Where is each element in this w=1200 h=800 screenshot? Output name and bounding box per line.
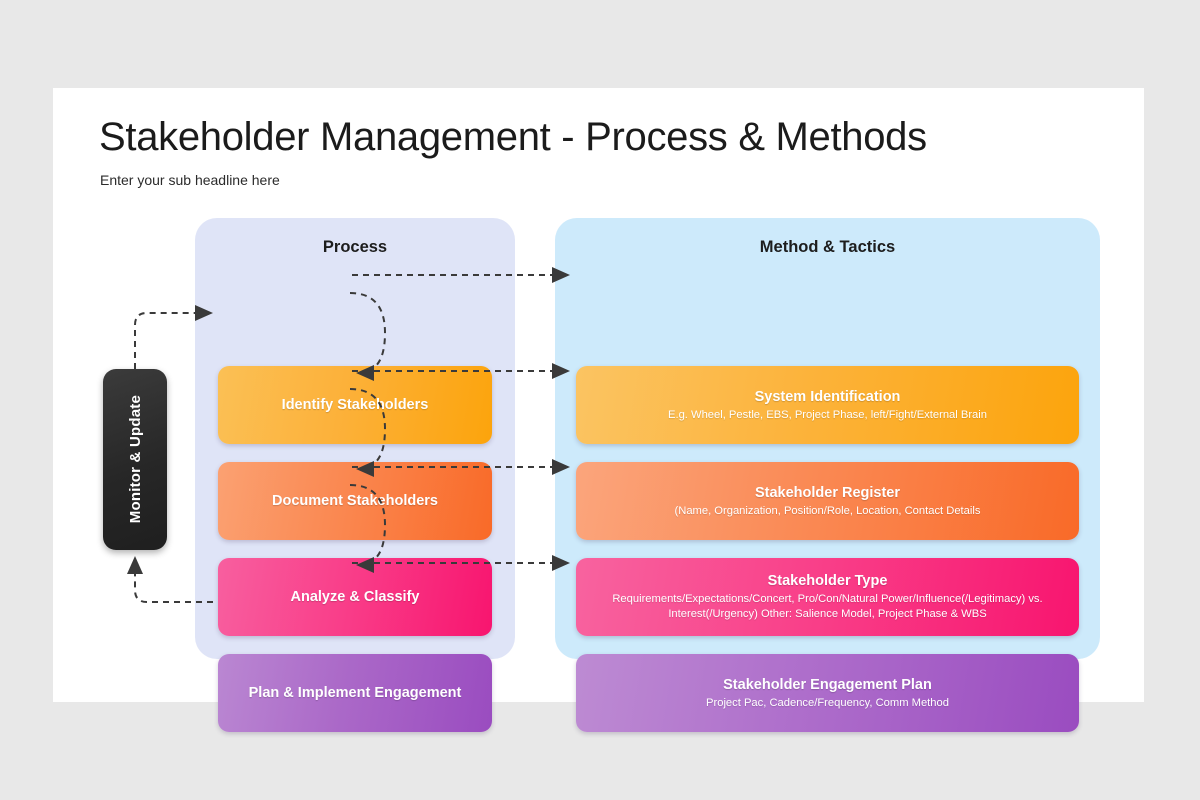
- monitor-and-update-label: Monitor & Update: [126, 395, 144, 524]
- method-card-label: System Identification: [754, 388, 901, 405]
- method-card-system-identification[interactable]: System Identification E.g. Wheel, Pestle…: [576, 366, 1079, 444]
- method-card-label: Stakeholder Type: [767, 573, 888, 590]
- method-card-label: Stakeholder Engagement Plan: [723, 676, 932, 693]
- method-panel: Method & Tactics System Identification E…: [555, 218, 1100, 732]
- method-card-detail: Requirements/Expectations/Concert, Pro/C…: [612, 593, 1043, 621]
- page-subtitle: Enter your sub headline here: [100, 172, 280, 188]
- process-card-label: Analyze & Classify: [290, 588, 420, 605]
- process-card-label: Identify Stakeholders: [281, 396, 429, 413]
- process-panel: Process Identify Stakeholders Document S…: [195, 218, 515, 732]
- method-card-detail: E.g. Wheel, Pestle, EBS, Project Phase, …: [668, 408, 987, 421]
- method-card-stakeholder-type[interactable]: Stakeholder Type Requirements/Expectatio…: [576, 558, 1079, 636]
- process-card-label: Document Stakeholders: [272, 492, 438, 509]
- method-card-label: Stakeholder Register: [754, 484, 901, 501]
- slide-canvas: Stakeholder Management - Process & Metho…: [53, 88, 1144, 732]
- process-card-document-stakeholders[interactable]: Document Stakeholders: [218, 462, 492, 540]
- monitor-and-update-box[interactable]: Monitor & Update: [103, 369, 167, 550]
- method-card-detail: (Name, Organization, Position/Role, Loca…: [674, 504, 981, 517]
- process-card-plan-implement-engagement[interactable]: Plan & Implement Engagement: [218, 654, 492, 732]
- method-card-stakeholder-engagement-plan[interactable]: Stakeholder Engagement Plan Project Pac,…: [576, 654, 1079, 732]
- process-card-label: Plan & Implement Engagement: [248, 684, 462, 701]
- method-panel-title: Method & Tactics: [759, 238, 896, 256]
- process-card-analyze-classify[interactable]: Analyze & Classify: [218, 558, 492, 636]
- page-title: Stakeholder Management - Process & Metho…: [99, 115, 927, 159]
- process-card-identify-stakeholders[interactable]: Identify Stakeholders: [218, 366, 492, 444]
- method-card-stakeholder-register[interactable]: Stakeholder Register (Name, Organization…: [576, 462, 1079, 540]
- process-panel-title: Process: [322, 238, 388, 256]
- method-card-detail: Project Pac, Cadence/Frequency, Comm Met…: [706, 696, 949, 709]
